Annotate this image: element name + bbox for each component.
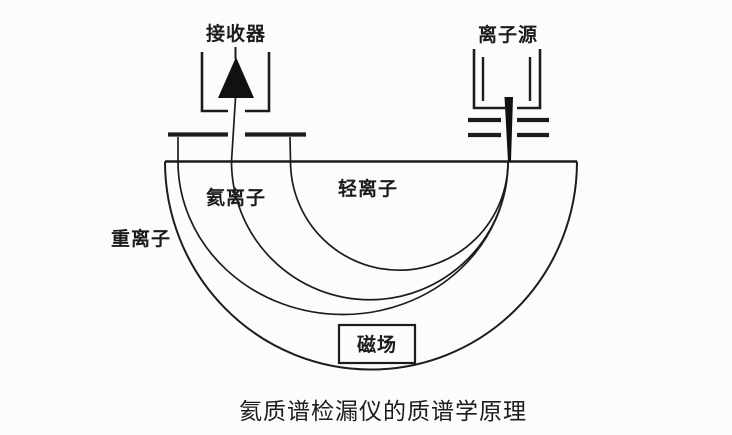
receiver-cup bbox=[200, 52, 271, 113]
heavy-ion-trajectory bbox=[177, 137, 509, 316]
ion-source-cup bbox=[472, 49, 542, 110]
ion-source-label: 离子源 bbox=[478, 23, 538, 46]
light-ions-label: 轻离子 bbox=[338, 177, 398, 200]
heavy-ions-label: 重离子 bbox=[111, 227, 171, 250]
magnetic-field-label: 磁场 bbox=[357, 333, 397, 356]
chamber-semicircle-wall bbox=[164, 161, 578, 371]
ion-beam-wedge bbox=[504, 97, 513, 162]
receiver-label: 接收器 bbox=[206, 22, 266, 45]
helium-ions-label: 氦离子 bbox=[206, 186, 266, 209]
diagram-caption: 氦质谱检漏仪的质谱学原理 bbox=[239, 398, 527, 424]
detector-triangle-icon bbox=[218, 57, 254, 98]
helium-ion-trajectory bbox=[230, 97, 509, 301]
magnetic-field-box bbox=[337, 323, 417, 365]
light-ion-trajectory bbox=[289, 136, 509, 272]
